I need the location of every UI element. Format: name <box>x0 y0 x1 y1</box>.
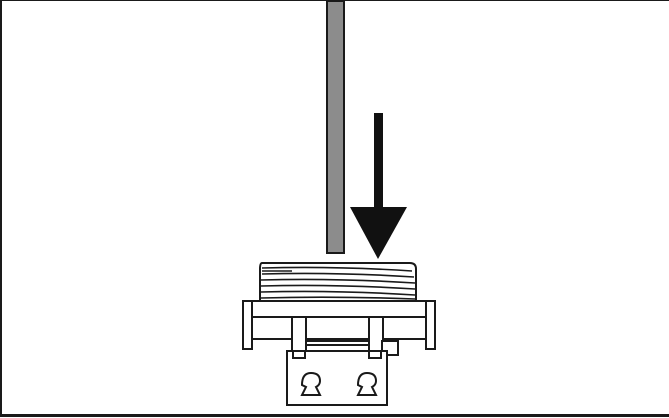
flange-icon <box>242 300 436 356</box>
bracket-icon <box>286 350 388 406</box>
down-arrow-icon <box>350 113 407 259</box>
rod-icon <box>326 1 345 254</box>
threaded-cap-icon <box>259 262 417 302</box>
